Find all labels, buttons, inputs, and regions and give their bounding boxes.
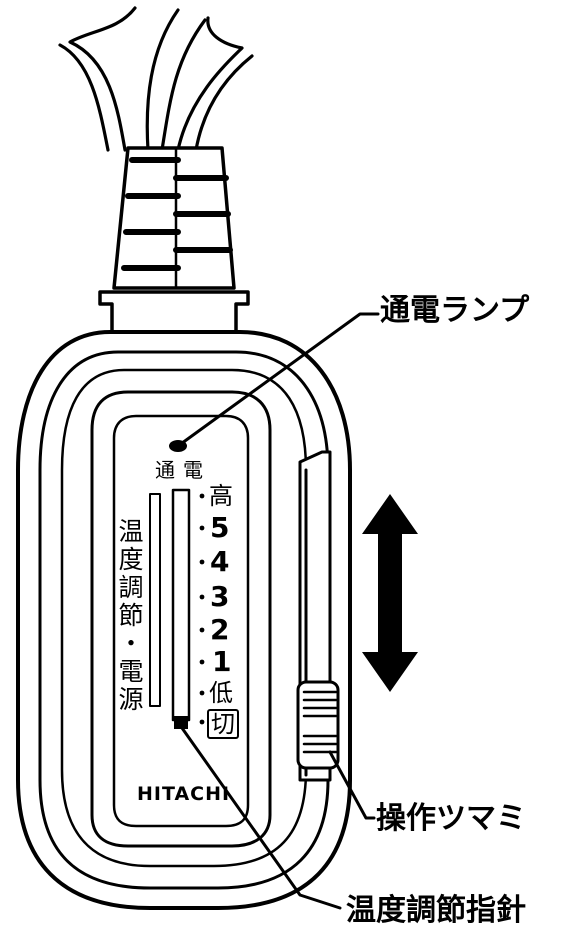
temperature-pointer <box>174 716 188 729</box>
power-cords <box>58 6 254 152</box>
scale-high: 高 <box>209 482 233 510</box>
callout-control-knob: 操作ツマミ <box>376 801 526 836</box>
scale-3: 3 <box>210 580 230 613</box>
scale-2: 2 <box>210 613 230 646</box>
lamp-label: 通電 <box>155 458 211 482</box>
callout-power-lamp: 通電ランプ <box>380 293 530 328</box>
scale-4: 4 <box>210 545 230 578</box>
scale-1: 1 <box>212 645 232 678</box>
scale-dots <box>199 493 205 725</box>
callout-leaders <box>176 312 380 910</box>
double-arrow-icon <box>362 494 418 692</box>
side-slider <box>296 450 340 782</box>
scale-low: 低 <box>209 679 233 707</box>
scale-off: 切 <box>207 709 239 739</box>
power-lamp <box>169 440 187 452</box>
scale-5: 5 <box>210 511 230 544</box>
strain-relief <box>112 146 236 290</box>
neck <box>98 290 250 338</box>
dial-title: 温度調節・電源 <box>115 518 144 714</box>
brand-logo: HITACHI <box>137 783 231 805</box>
callout-temp-pointer: 温度調節指針 <box>346 893 526 928</box>
